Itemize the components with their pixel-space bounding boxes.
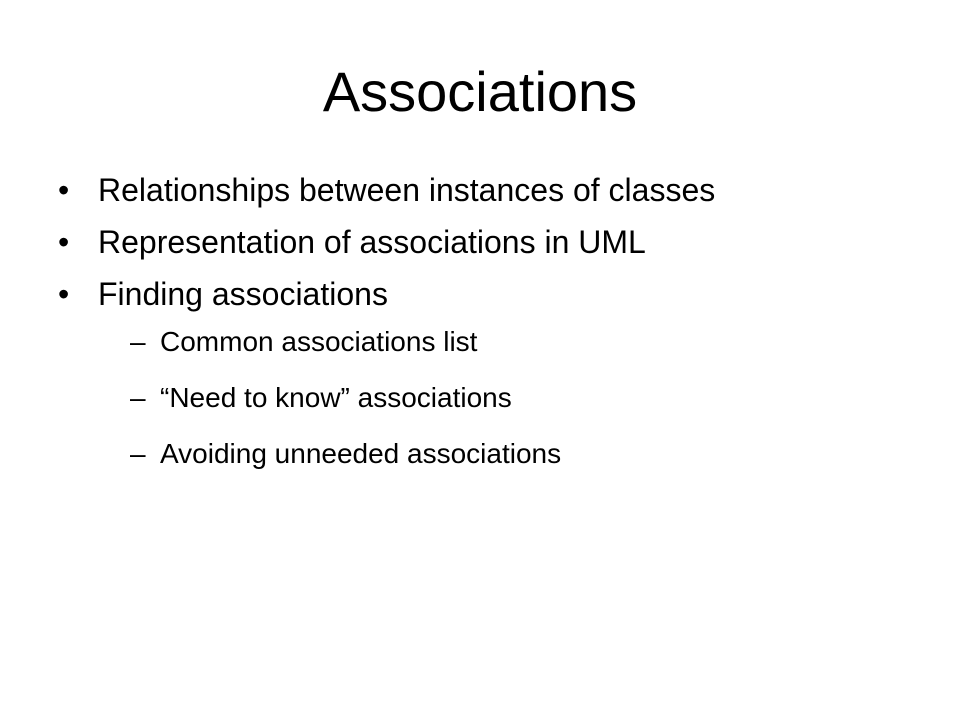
bullet-icon: • [58, 224, 70, 260]
sub-item-text: Common associations list [160, 326, 478, 357]
bullet-text: Relationships between instances of class… [98, 172, 716, 208]
bullet-item: • Representation of associations in UML [56, 224, 916, 260]
dash-icon: – [130, 438, 146, 469]
sub-item-text: Avoiding unneeded associations [160, 438, 562, 469]
sub-item: – Common associations list [130, 326, 916, 358]
sub-item: – “Need to know” associations [130, 382, 916, 414]
bullet-icon: • [58, 172, 70, 208]
sub-item: – Avoiding unneeded associations [130, 438, 916, 470]
dash-icon: – [130, 326, 146, 357]
bullet-item: • Relationships between instances of cla… [56, 172, 916, 208]
sub-item-text: “Need to know” associations [160, 382, 512, 413]
sub-list: – Common associations list – “Need to kn… [130, 326, 916, 470]
bullet-text: Finding associations [98, 276, 388, 312]
slide-title: Associations [322, 60, 638, 123]
dash-icon: – [130, 382, 146, 413]
bullet-icon: • [58, 276, 70, 312]
bullet-item: • Finding associations [56, 276, 916, 312]
bullet-text: Representation of associations in UML [98, 224, 646, 260]
slide-body: • Relationships between instances of cla… [56, 172, 916, 494]
